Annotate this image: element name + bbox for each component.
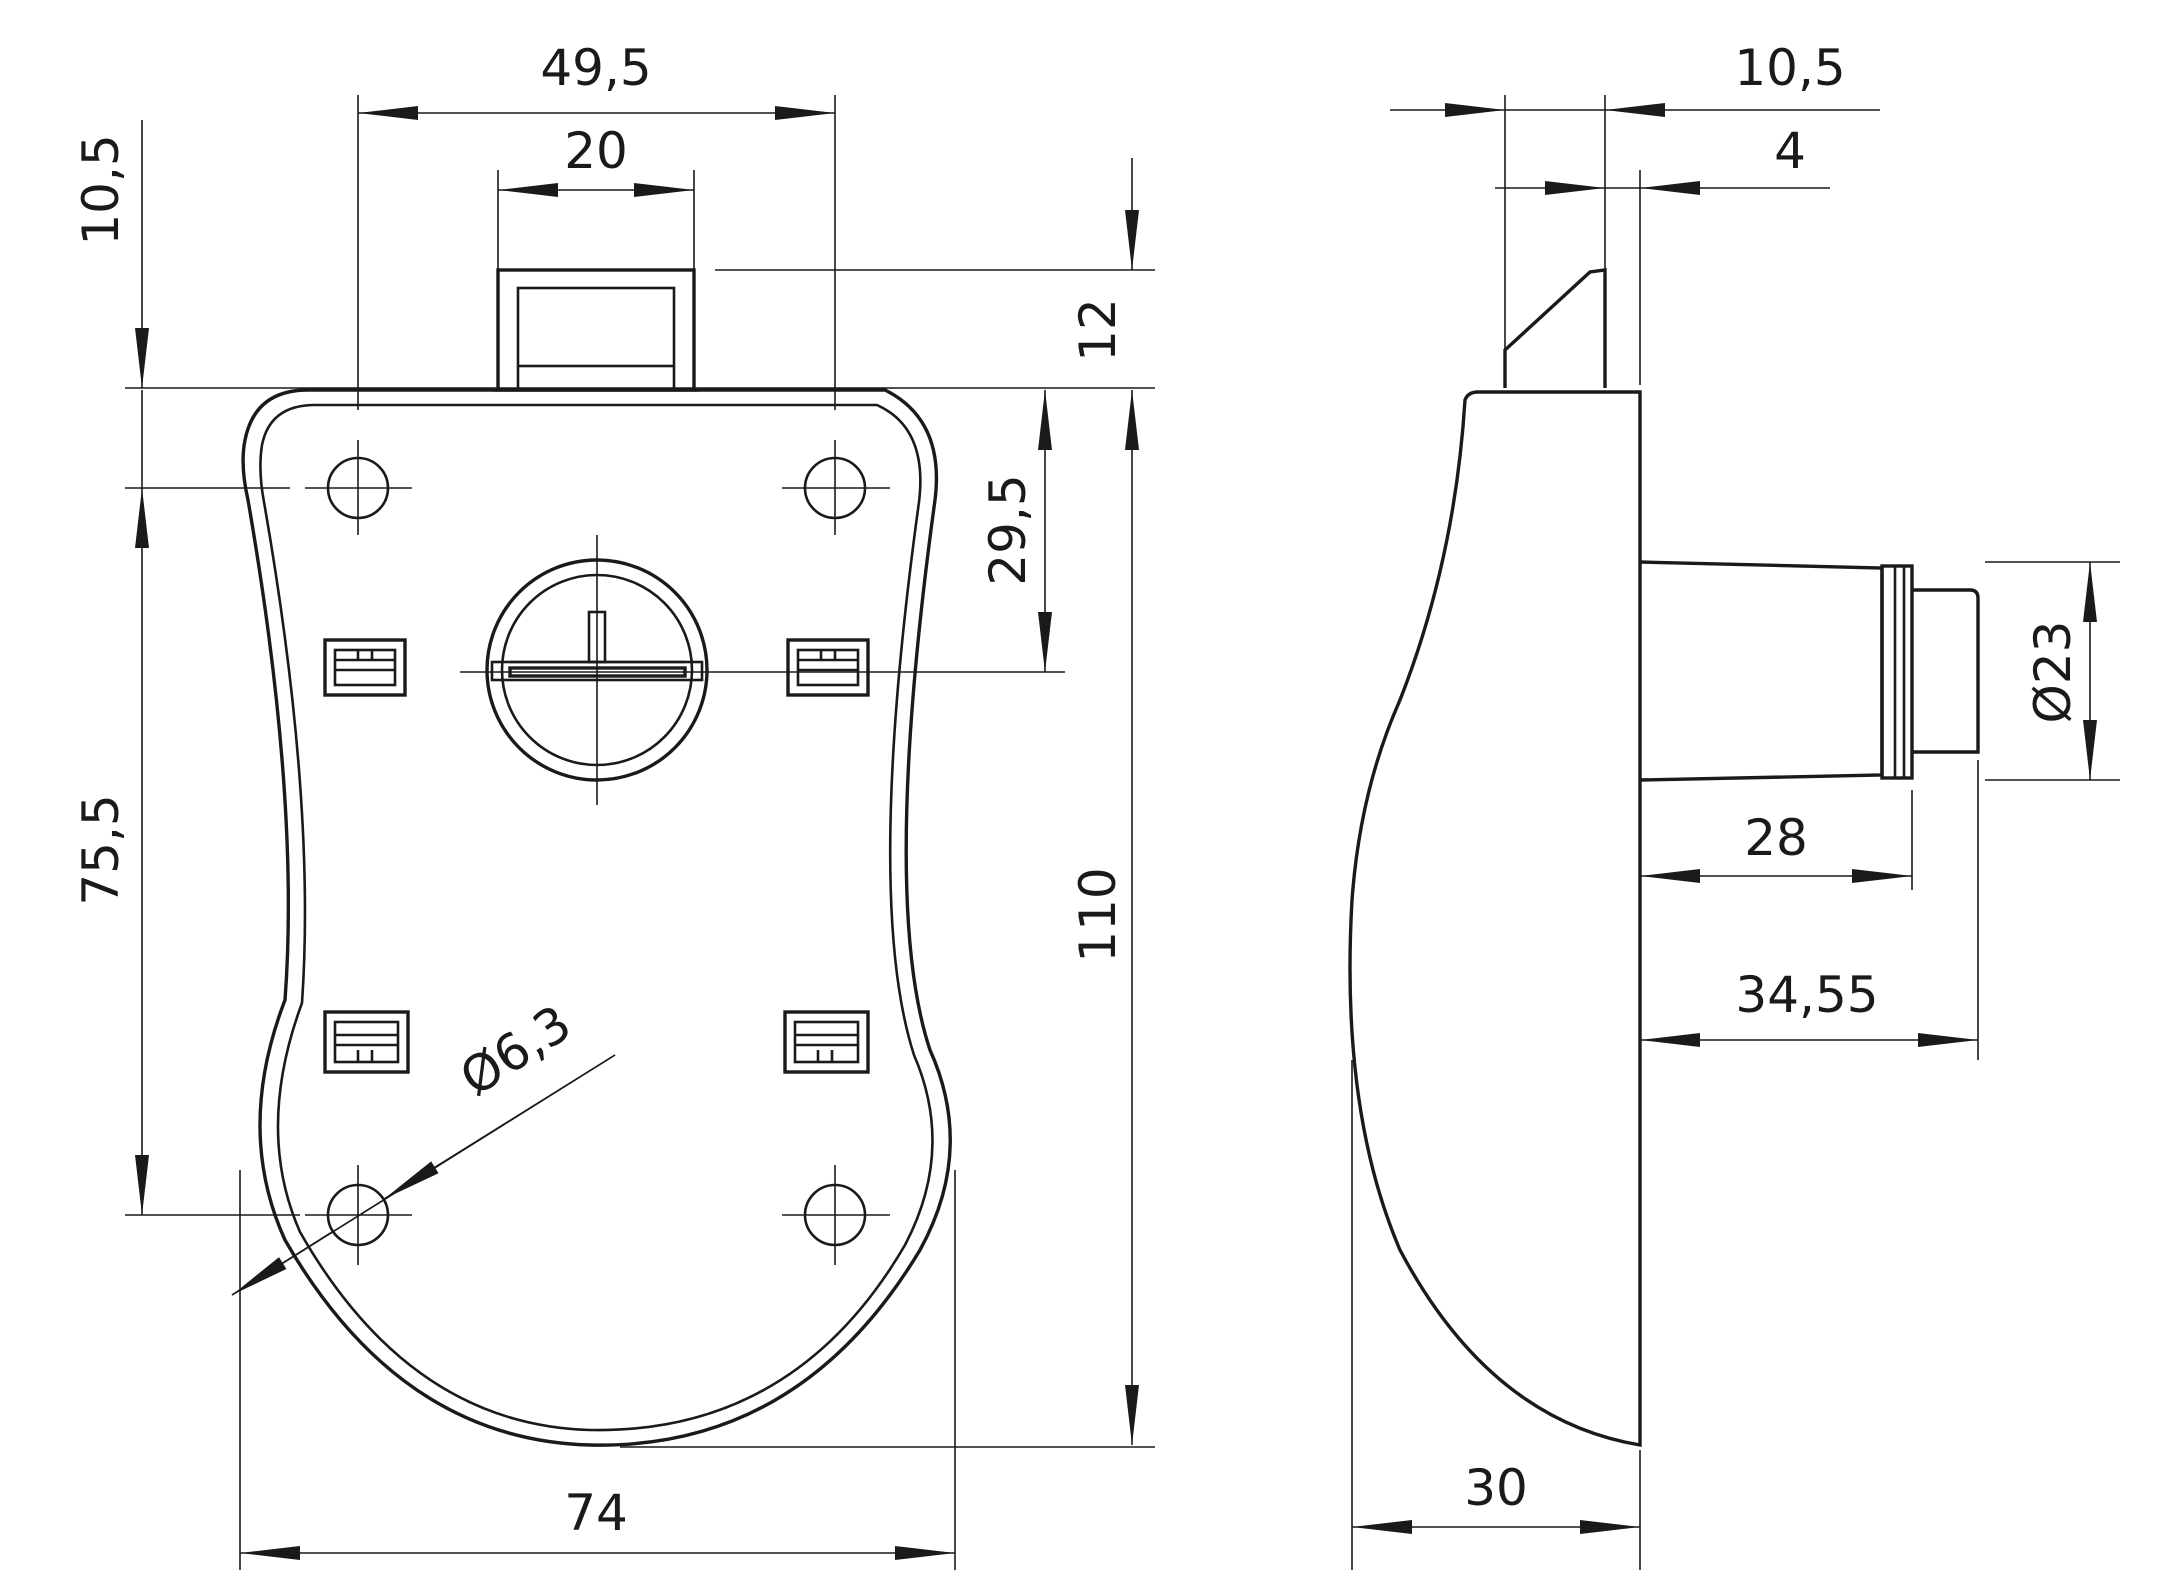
dim-hole-diameter: Ø6,3 [450,994,581,1107]
dim-body-depth: 30 [1464,1459,1528,1517]
top-tab-inner [516,286,676,368]
dim-cylinder-length: 28 [1744,809,1808,867]
mounting-hole-bottom-right [782,1165,890,1265]
front-outer-outline [241,388,952,1447]
dim-hole-to-lock: 29,5 [979,474,1037,585]
dim-cylinder-diameter: Ø23 [2024,621,2082,724]
lock-cylinder [460,535,1065,805]
clip-slot-upper-right [786,638,870,697]
dim-overall-height: 110 [1069,867,1127,962]
dim-latch-thickness: 4 [1774,122,1806,180]
dim-cylinder-total-length: 34,55 [1735,966,1878,1024]
clip-slot-upper-left [323,638,407,697]
side-view: 10,5 4 Ø23 28 34,55 30 [1348,39,2120,1570]
dim-top-offset: 10,5 [72,134,130,245]
dim-hole-spacing-vertical: 75,5 [72,794,130,905]
latch-bolt [1503,268,1607,388]
mounting-hole-top-left [305,440,412,535]
clip-slot-lower-right [783,1010,870,1074]
side-body-profile [1348,390,1642,1448]
top-tab [496,268,696,392]
front-inner-outline [259,403,934,1432]
dim-overall-width: 74 [564,1484,628,1542]
dim-tab-width: 20 [564,122,628,180]
cylinder-key-face [1912,588,1980,754]
dim-latch-offset: 10,5 [1734,39,1845,97]
dim-hole-spacing-horizontal: 49,5 [540,39,651,97]
clip-slot-lower-left [323,1010,410,1074]
dim-tab-height: 12 [1069,298,1127,362]
cylinder-collar [1880,564,1914,780]
mounting-hole-top-right [782,440,890,535]
front-view: 49,5 20 10,5 12 29,5 75,5 110 Ø6,3 74 [72,39,1155,1570]
side-cylinder-body [1639,560,1884,782]
